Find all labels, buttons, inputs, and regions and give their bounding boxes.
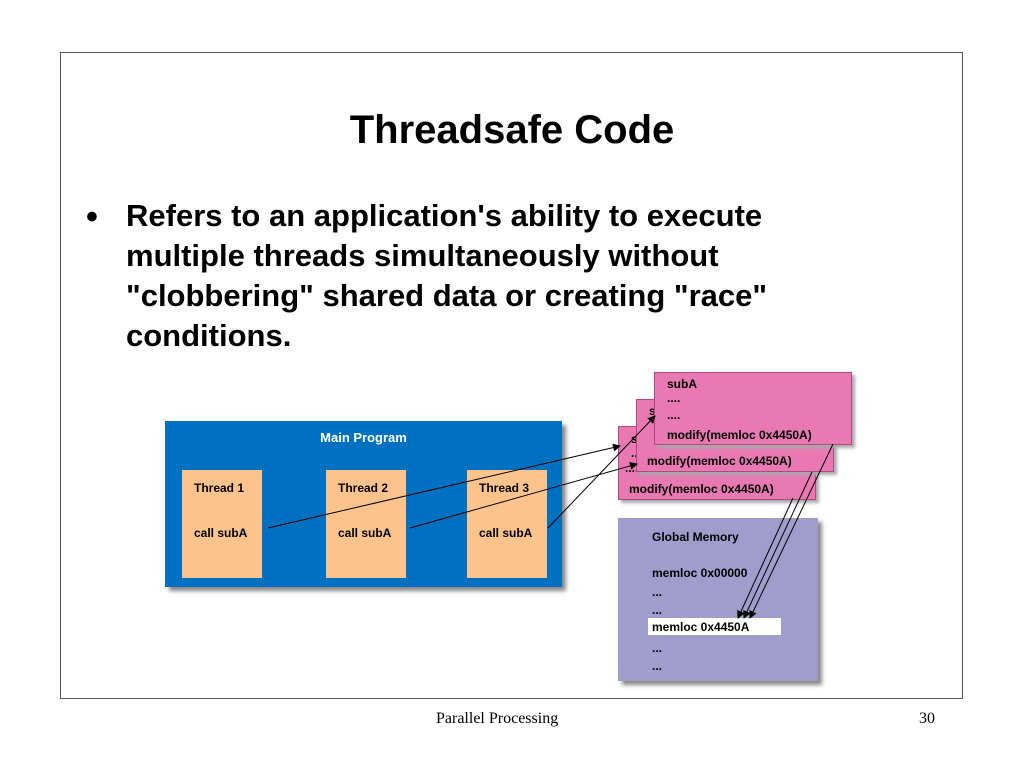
memory-line: ... xyxy=(652,603,663,617)
sub-line: s xyxy=(649,404,656,418)
thread-call: call subA xyxy=(338,526,392,540)
global-memory-box: Global Memory memloc 0x00000 ... ... mem… xyxy=(618,518,818,681)
sub-line: .... xyxy=(667,408,681,422)
subroutine-copy-front: subA .... .... modify(memloc 0x4450A) xyxy=(654,372,852,445)
memory-line: memloc 0x00000 xyxy=(652,566,748,580)
bullet-text: Refers to an application's ability to ex… xyxy=(126,198,768,353)
bullet-marker: • xyxy=(86,198,98,236)
main-program-label: Main Program xyxy=(320,430,407,445)
sub-line: modify(memloc 0x4450A) xyxy=(667,428,812,442)
memory-line-highlighted: memloc 0x4450A xyxy=(652,620,750,634)
slide-title: Threadsafe Code xyxy=(349,108,675,152)
memory-line: ... xyxy=(652,585,663,599)
sub-line: modify(memloc 0x4450A) xyxy=(629,482,774,496)
footer-title: Parallel Processing xyxy=(436,710,559,727)
thread-label: Thread 1 xyxy=(194,481,245,495)
thread-call: call subA xyxy=(479,526,533,540)
page-number: 30 xyxy=(919,710,935,727)
thread-3-box: Thread 3 call subA xyxy=(467,470,547,578)
sub-line: modify(memloc 0x4450A) xyxy=(647,454,792,468)
thread-2-box: Thread 2 call subA xyxy=(326,470,406,578)
memory-highlight xyxy=(648,618,781,635)
memory-line: ... xyxy=(652,641,663,655)
main-program-box: Main Program Thread 1 call subA Thread 2… xyxy=(165,421,562,587)
sub-line: .... xyxy=(667,391,681,405)
memory-line: ... xyxy=(652,659,663,673)
thread-label: Thread 3 xyxy=(479,481,530,495)
thread-label: Thread 2 xyxy=(338,481,389,495)
thread-call: call subA xyxy=(194,526,248,540)
thread-1-box: Thread 1 call subA xyxy=(182,470,262,578)
memory-title: Global Memory xyxy=(652,530,739,544)
slide-frame xyxy=(60,52,963,699)
sub-line: subA xyxy=(667,377,697,391)
